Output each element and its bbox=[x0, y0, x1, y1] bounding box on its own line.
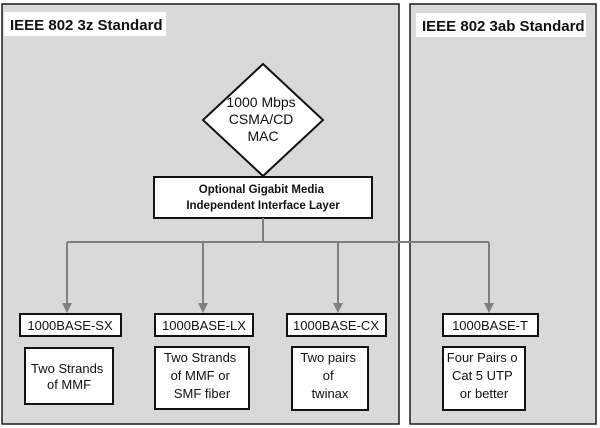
ieee-802-3z-title: IEEE 802 3z Standard bbox=[10, 17, 163, 34]
standard-box-1000base-t bbox=[442, 313, 539, 337]
media-label-1000base-sx: Two Strands of MMF bbox=[31, 361, 107, 392]
media-box-1000base-t bbox=[442, 346, 526, 411]
media-box-1000base-lx bbox=[154, 346, 250, 410]
media-label-1000base-t: Four Pairs o Cat 5 UTP or better bbox=[447, 350, 521, 401]
media-1000base-sx-line-2: of MMF bbox=[47, 377, 91, 392]
media-1000base-t-line-3: or better bbox=[460, 386, 509, 401]
standard-box-1000base-cx bbox=[286, 313, 387, 337]
media-1000base-lx-line-3: SMF fiber bbox=[174, 386, 231, 401]
gmii-layer-box bbox=[153, 176, 373, 219]
standard-label-1000base-lx: 1000BASE-LX bbox=[162, 318, 246, 333]
media-1000base-cx-line-1: Two pairs bbox=[300, 350, 356, 365]
mac-line-3: MAC bbox=[247, 128, 278, 144]
media-box-1000base-cx bbox=[291, 346, 369, 411]
ieee-802-3ab-title-bg bbox=[416, 13, 586, 37]
media-1000base-lx-line-1: Two Strands bbox=[164, 350, 237, 365]
ieee-802-3ab-title: IEEE 802 3ab Standard bbox=[422, 18, 585, 35]
media-label-1000base-cx: Two pairs of twinax bbox=[300, 350, 359, 401]
standard-label-1000base-sx: 1000BASE-SX bbox=[27, 318, 113, 333]
media-1000base-lx-line-2: of MMF or bbox=[171, 368, 231, 383]
media-box-1000base-sx bbox=[24, 347, 114, 405]
gmii-line-2: Independent Interface Layer bbox=[186, 200, 340, 212]
mac-line-1: 1000 Mbps bbox=[226, 94, 295, 110]
gmii-layer-label: Optional Gigabit Media Independent Inter… bbox=[186, 184, 340, 212]
gmii-line-1: Optional Gigabit Media bbox=[199, 184, 325, 196]
standard-box-1000base-lx bbox=[154, 313, 254, 337]
media-label-1000base-lx: Two Strands of MMF or SMF fiber bbox=[164, 350, 240, 401]
standard-box-1000base-sx bbox=[19, 313, 122, 337]
media-1000base-t-line-1: Four Pairs o bbox=[447, 350, 518, 365]
standard-label-1000base-cx: 1000BASE-CX bbox=[293, 318, 379, 333]
media-1000base-cx-line-2: of bbox=[323, 368, 334, 383]
media-1000base-sx-line-1: Two Strands bbox=[31, 361, 104, 376]
media-1000base-t-line-2: Cat 5 UTP bbox=[452, 368, 512, 383]
mac-line-2: CSMA/CD bbox=[229, 111, 294, 127]
ieee-802-3z-title-bg bbox=[4, 12, 166, 36]
standard-label-1000base-t: 1000BASE-T bbox=[452, 318, 528, 333]
media-1000base-cx-line-3: twinax bbox=[312, 386, 349, 401]
mac-label: 1000 Mbps CSMA/CD MAC bbox=[226, 94, 299, 144]
